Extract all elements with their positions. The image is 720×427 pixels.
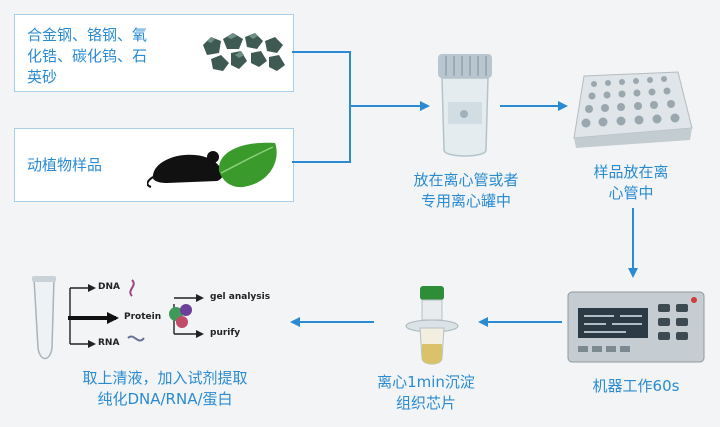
protein-structure-icon (169, 304, 192, 328)
samples-label: 动植物样品 (27, 156, 103, 174)
step-caption-rack: 样品放在离 心管中 (593, 163, 669, 202)
purify-label: purify (210, 328, 241, 338)
merge-connector (292, 51, 351, 163)
spin-column-image (405, 286, 459, 365)
centrifuge-tube-image (438, 54, 492, 157)
step-caption-extraction: 取上清液，加入试剂提取 纯化DNA/RNA/蛋白 (82, 369, 248, 408)
sample-rack-image (573, 71, 693, 148)
rna-strand-icon (127, 335, 145, 342)
extraction-schematic (32, 276, 204, 360)
mouse-and-leaf-image (147, 142, 277, 188)
extraction-figure: DNA Protein RNA gel analysis purify (28, 274, 286, 374)
grinding-beads-image (203, 33, 285, 71)
mouse-icon (152, 154, 224, 183)
step-caption-centrifuge-tube: 放在离心管或者 专用离心罐中 (413, 171, 519, 210)
samples-box: 动植物样品 (14, 128, 294, 202)
step-caption-machine: 机器工作60s (592, 377, 680, 395)
rna-label: RNA (98, 338, 120, 348)
protein-label: Protein (124, 312, 162, 322)
materials-box: 合金钢、铬钢、氧 化锆、碳化钨、石 英砂 (14, 14, 294, 92)
dna-label: DNA (98, 282, 120, 292)
materials-text: 合金钢、铬钢、氧 化锆、碳化钨、石 英砂 (27, 26, 148, 86)
homogenizer-machine-image (567, 291, 705, 363)
eppendorf-tube-icon (33, 277, 55, 360)
step-caption-spin-column: 离心1min沉淀 组织芯片 (377, 373, 475, 412)
leaf-icon (218, 142, 277, 188)
gel-analysis-label: gel analysis (210, 292, 271, 302)
dna-helix-icon (129, 279, 135, 297)
